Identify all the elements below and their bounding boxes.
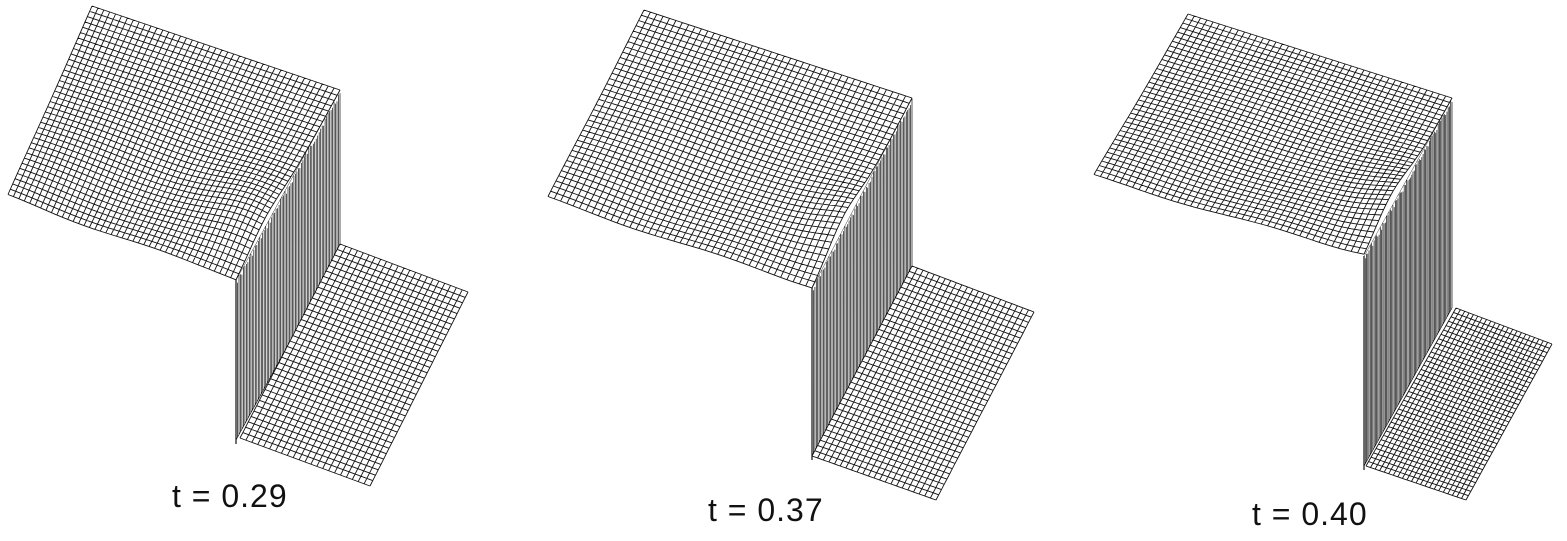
lower-plateau-grid-3 [1365,307,1553,501]
upper-plateau-grid-2 [547,9,913,289]
panel-caption-3: t = 0.40 [1252,496,1368,532]
surface-panel-3 [1093,13,1553,501]
panel-caption-2: t = 0.37 [708,492,824,528]
upper-plateau-grid-3 [1093,13,1453,255]
surface-panel-2 [547,9,1035,501]
lower-plateau-grid-2 [811,265,1035,501]
lower-plateau-grid-1 [239,243,469,487]
surface-panel-1 [7,5,469,487]
upper-plateau-grid-1 [7,5,341,281]
panel-caption-1: t = 0.29 [172,478,288,514]
